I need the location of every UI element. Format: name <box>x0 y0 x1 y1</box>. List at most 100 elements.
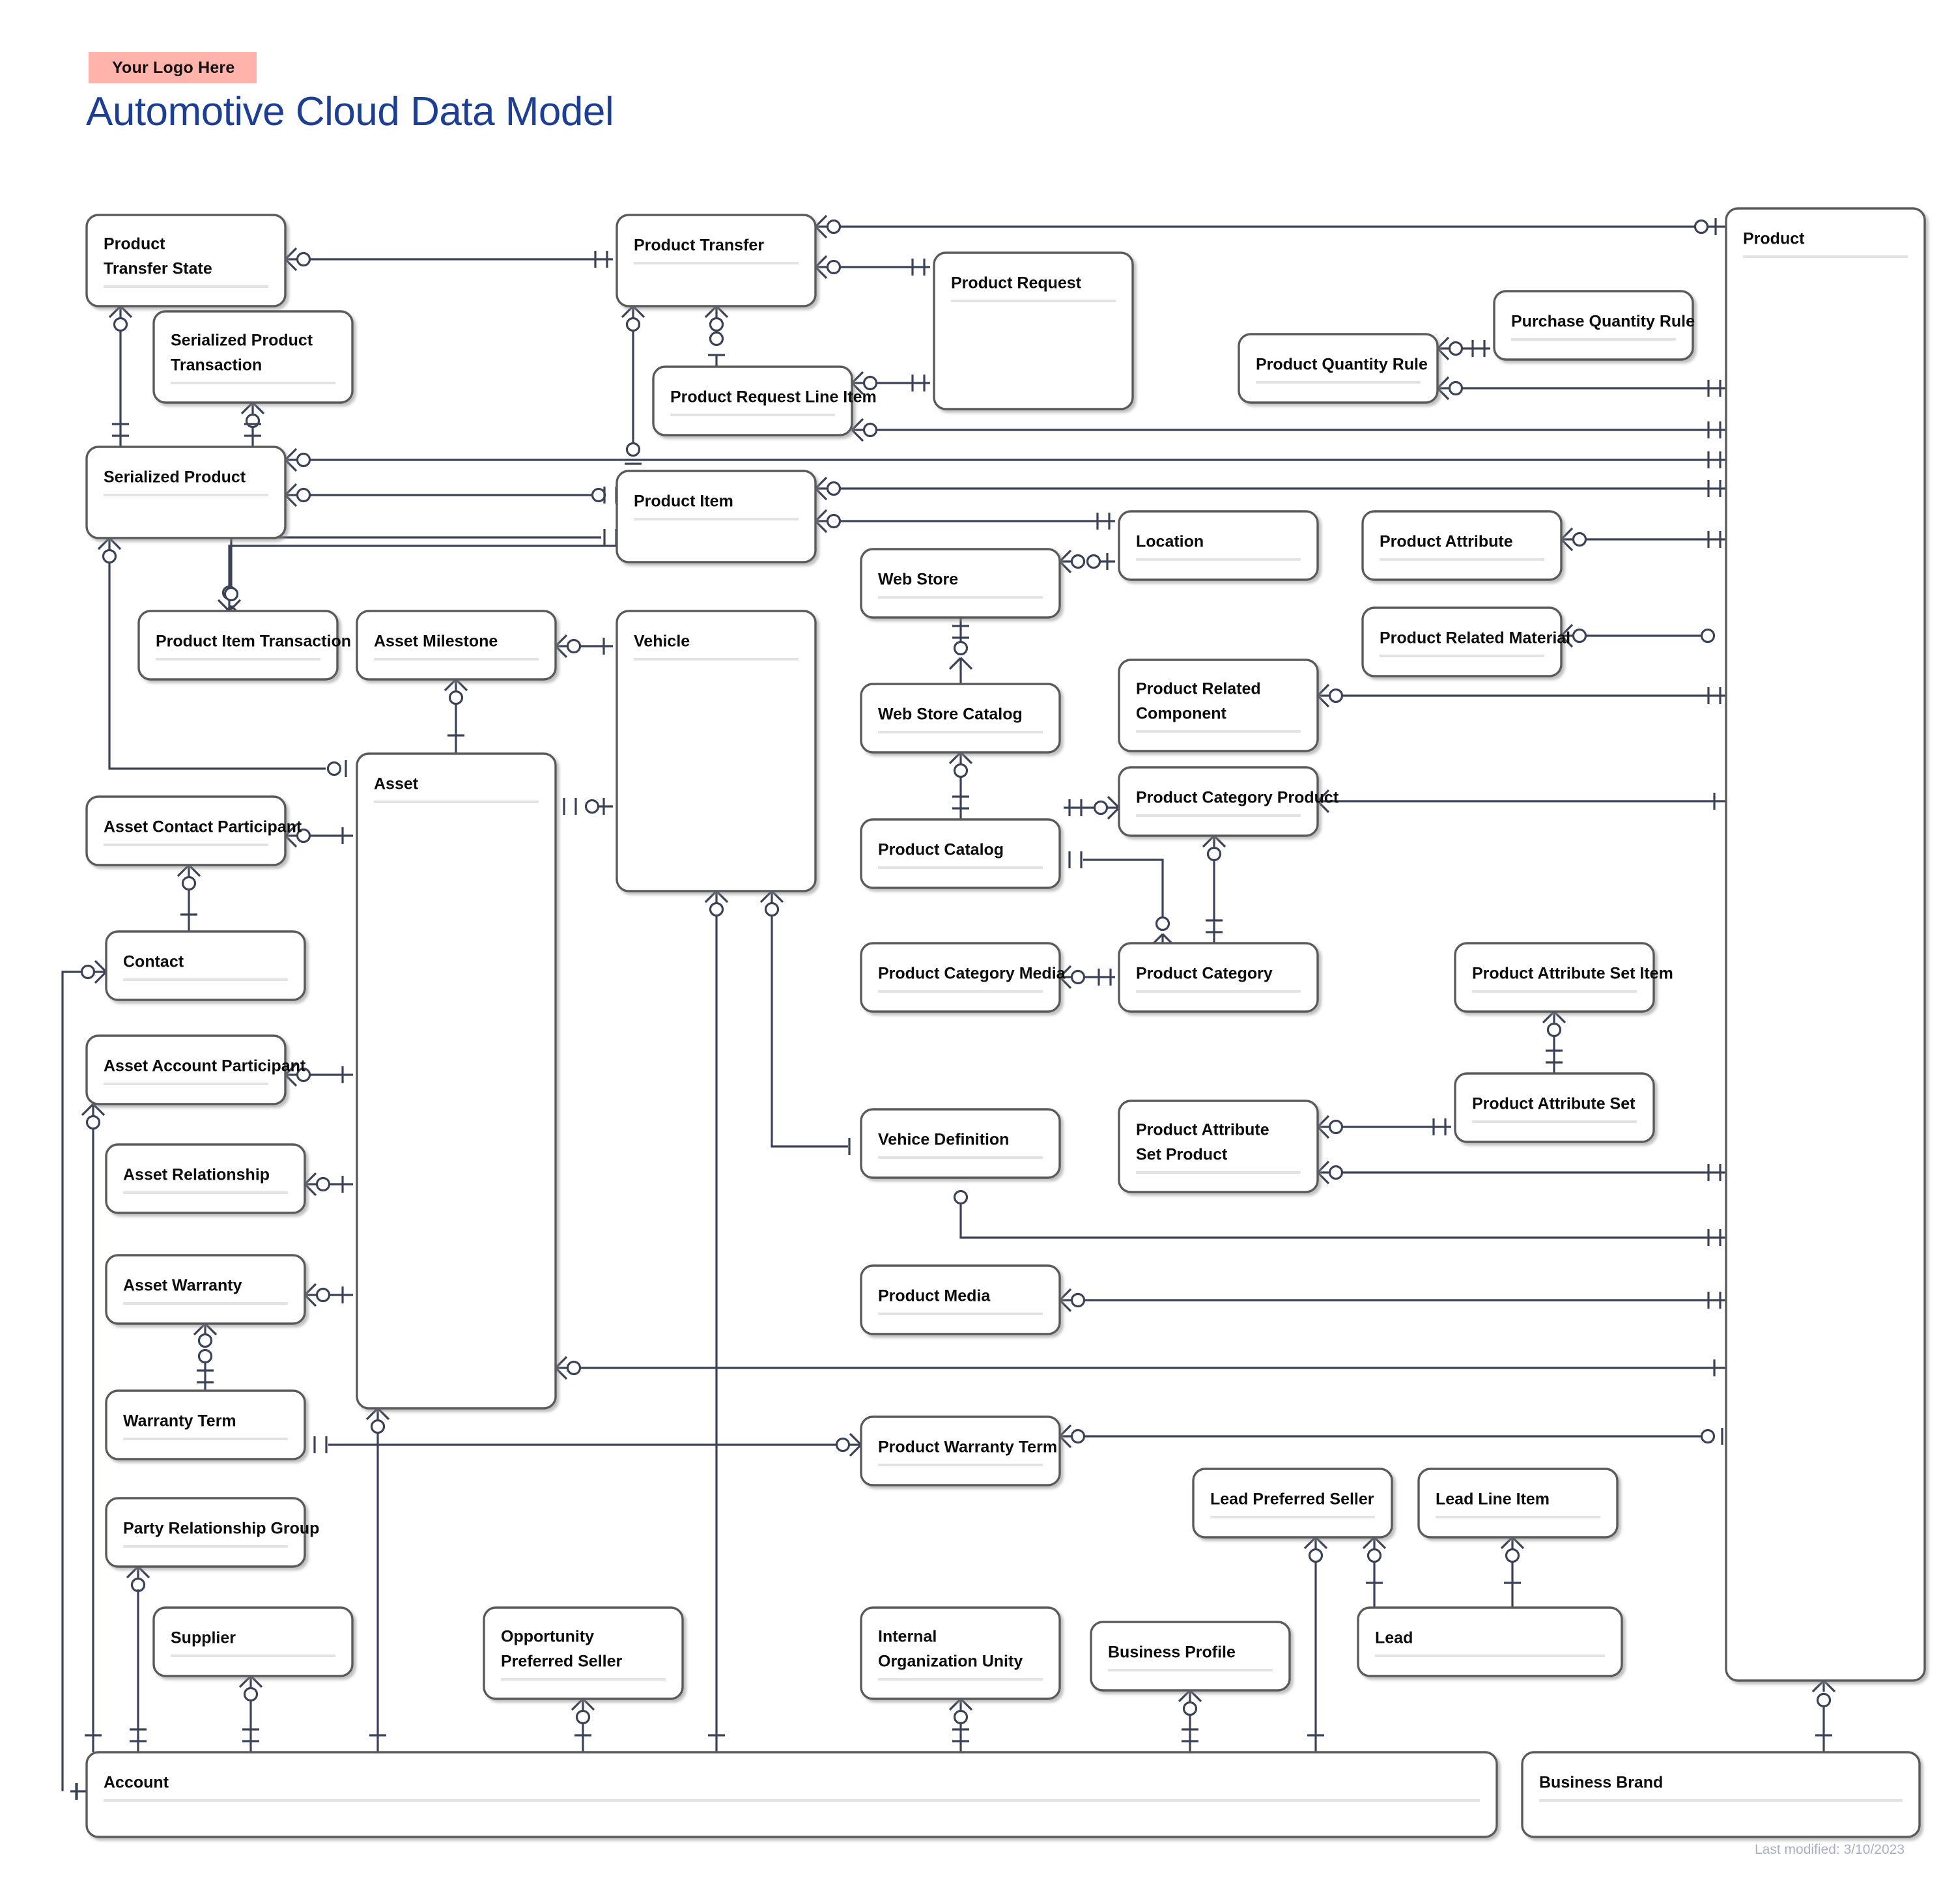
entity-box[interactable] <box>1361 510 1563 581</box>
entity-box[interactable] <box>1493 290 1694 361</box>
entity-box[interactable] <box>105 1497 306 1568</box>
entity-box[interactable] <box>105 930 306 1001</box>
entity-product-category-product[interactable]: Product Category Product <box>1118 766 1339 837</box>
entity-label: Asset Account Participant <box>104 1057 306 1075</box>
entity-contact[interactable]: Contact <box>105 930 306 1001</box>
entity-box[interactable] <box>483 1606 684 1700</box>
entity-box[interactable] <box>616 214 817 307</box>
entity-asset-contact-participant[interactable]: Asset Contact Participant <box>85 795 302 866</box>
entity-box[interactable] <box>85 1751 1498 1838</box>
entity-box[interactable] <box>85 795 287 866</box>
cardinality-many-icon <box>365 1407 390 1421</box>
entity-box[interactable] <box>860 1108 1061 1179</box>
entity-box[interactable] <box>860 683 1061 754</box>
entity-box[interactable] <box>1118 659 1319 752</box>
entity-serialized-product[interactable]: Serialized Product <box>85 446 287 539</box>
entity-product-transfer[interactable]: Product Transfer <box>616 214 817 307</box>
entity-box[interactable] <box>1118 766 1319 837</box>
cardinality-many-icon <box>1560 623 1574 648</box>
entity-product-request-line-item[interactable]: Product Request Line Item <box>652 365 877 436</box>
entity-product-category-media[interactable]: Product Category Media <box>860 942 1066 1013</box>
entity-product[interactable]: Product <box>1725 207 1926 1682</box>
entity-box[interactable] <box>933 251 1134 410</box>
entity-box[interactable] <box>1417 1468 1619 1539</box>
entity-supplier[interactable]: Supplier <box>152 1606 354 1677</box>
entity-box[interactable] <box>356 752 557 1410</box>
entity-box[interactable] <box>85 1034 287 1105</box>
entity-box[interactable] <box>1118 1100 1319 1193</box>
entity-box[interactable] <box>860 1415 1061 1486</box>
entity-box[interactable] <box>1454 942 1655 1013</box>
cardinality-many-icon <box>1436 336 1450 361</box>
entity-box[interactable] <box>860 942 1061 1013</box>
cardinality-many-icon <box>1316 789 1330 814</box>
entity-box[interactable] <box>356 610 557 681</box>
entity-asset-relationship[interactable]: Asset Relationship <box>105 1143 306 1214</box>
entity-box[interactable] <box>1090 1621 1291 1692</box>
entity-lead-line-item[interactable]: Lead Line Item <box>1417 1468 1619 1539</box>
entity-product-catalog[interactable]: Product Catalog <box>860 818 1061 889</box>
entity-box[interactable] <box>152 310 354 404</box>
entity-party-relationship-group[interactable]: Party Relationship Group <box>105 1497 319 1568</box>
entity-box[interactable] <box>105 1143 306 1214</box>
entity-product-item-transaction[interactable]: Product Item Transaction <box>137 610 351 681</box>
entity-purchase-quantity-rule[interactable]: Purchase Quantity Rule <box>1493 290 1695 361</box>
entity-box[interactable] <box>1118 510 1319 581</box>
entity-asset-milestone[interactable]: Asset Milestone <box>356 610 557 681</box>
entity-warranty-term[interactable]: Warranty Term <box>105 1389 306 1460</box>
entity-box[interactable] <box>1521 1751 1921 1838</box>
entity-box[interactable] <box>105 1389 306 1460</box>
entity-box[interactable] <box>1454 1072 1655 1143</box>
entity-product-item[interactable]: Product Item <box>616 470 817 563</box>
entity-lead-preferred-seller[interactable]: Lead Preferred Seller <box>1192 1468 1393 1539</box>
entity-product-warranty-term[interactable]: Product Warranty Term <box>860 1415 1061 1486</box>
entity-web-store[interactable]: Web Store <box>860 548 1061 619</box>
entity-box[interactable] <box>137 610 339 681</box>
entity-box[interactable] <box>860 1606 1061 1700</box>
entity-asset-account-participant[interactable]: Asset Account Participant <box>85 1034 306 1105</box>
entity-product-quantity-rule[interactable]: Product Quantity Rule <box>1238 333 1439 404</box>
entity-product-media[interactable]: Product Media <box>860 1264 1061 1335</box>
entity-box[interactable] <box>616 470 817 563</box>
entity-box[interactable] <box>1357 1606 1623 1677</box>
entity-product-attribute-set[interactable]: Product Attribute Set <box>1454 1072 1655 1143</box>
entity-vehicle-definition[interactable]: Vehice Definition <box>860 1108 1061 1179</box>
entity-lead[interactable]: Lead <box>1357 1606 1623 1677</box>
entity-product-category[interactable]: Product Category <box>1118 942 1319 1013</box>
entity-asset-warranty[interactable]: Asset Warranty <box>105 1254 306 1325</box>
entity-product-related-material[interactable]: Product Related Material <box>1361 606 1570 677</box>
entity-box[interactable] <box>1192 1468 1393 1539</box>
entity-product-attribute[interactable]: Product Attribute <box>1361 510 1563 581</box>
entity-box[interactable] <box>860 818 1061 889</box>
entity-vehicle[interactable]: Vehicle <box>616 610 817 892</box>
entity-business-brand[interactable]: Business Brand <box>1521 1751 1921 1838</box>
entity-account[interactable]: Account <box>85 1751 1498 1838</box>
entity-box[interactable] <box>1725 207 1926 1682</box>
entity-box[interactable] <box>1361 606 1563 677</box>
entity-asset[interactable]: Asset <box>356 752 557 1410</box>
entity-product-request[interactable]: Product Request <box>933 251 1134 410</box>
entity-label: Product Attribute <box>1380 533 1513 551</box>
entity-box[interactable] <box>85 446 287 539</box>
entity-location[interactable]: Location <box>1118 510 1319 581</box>
entity-box[interactable] <box>652 365 853 436</box>
entity-box[interactable] <box>1238 333 1439 404</box>
cardinality-zero-icon <box>1546 1022 1562 1038</box>
entity-box[interactable] <box>616 610 817 892</box>
entity-box[interactable] <box>860 1264 1061 1335</box>
entity-web-store-catalog[interactable]: Web Store Catalog <box>860 683 1061 754</box>
cardinality-zero-icon <box>566 1360 582 1376</box>
entity-business-profile[interactable]: Business Profile <box>1090 1621 1291 1692</box>
entity-box[interactable] <box>105 1254 306 1325</box>
entity-box[interactable] <box>85 214 287 307</box>
entity-box[interactable] <box>860 548 1061 619</box>
entity-product-attribute-set-item[interactable]: Product Attribute Set Item <box>1454 942 1673 1013</box>
entity-box[interactable] <box>152 1606 354 1677</box>
entity-box[interactable] <box>1118 942 1319 1013</box>
